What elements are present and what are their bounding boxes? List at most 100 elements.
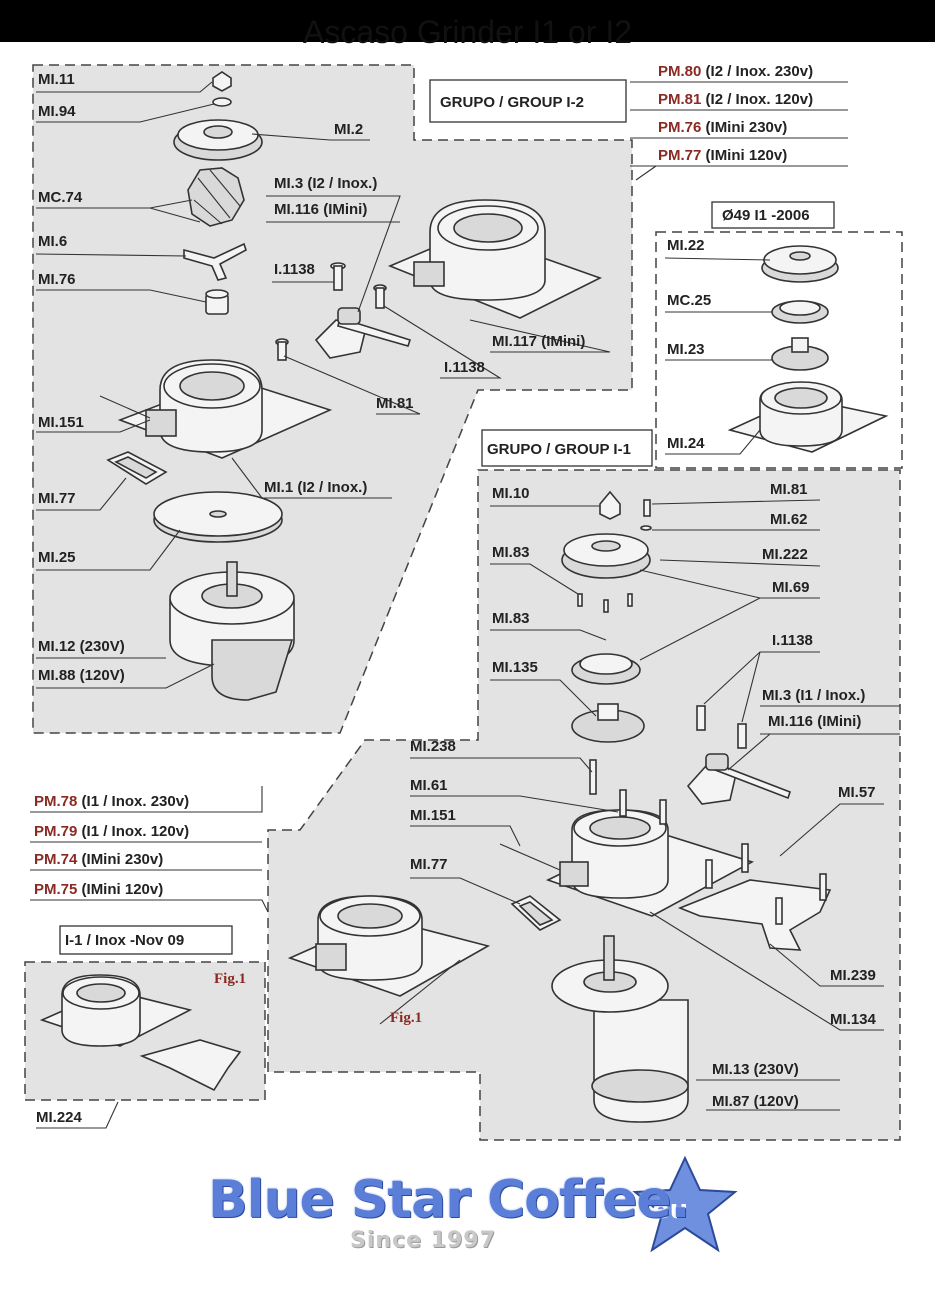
part-carrier-mi222 xyxy=(561,525,652,579)
part-label: MI.224 xyxy=(36,1109,83,1126)
part-label: MI.77 xyxy=(410,856,448,873)
pm-list-top: PM.80 (I2 / Inox. 230v) PM.81 (I2 / Inox… xyxy=(658,63,813,164)
part-label: MI.62 xyxy=(770,511,808,528)
part-housing-mi1 xyxy=(99,359,333,459)
part-label: MI.25 xyxy=(38,549,76,566)
pm-item: PM.77 (IMini 120v) xyxy=(658,147,787,164)
part-label: I.1138 xyxy=(772,632,813,649)
part-label: MI.3 (I2 / Inox.) xyxy=(274,175,377,192)
part-label: MI.117 (IMini) xyxy=(492,333,585,350)
pm-item: PM.80 (I2 / Inox. 230v) xyxy=(658,63,813,80)
part-label: MC.74 xyxy=(38,189,83,206)
part-label: MI.238 xyxy=(410,738,456,755)
part-label: MI.22 xyxy=(667,237,705,254)
part-housing-mi134 xyxy=(499,789,755,917)
part-pin-mi81-b xyxy=(643,499,651,517)
pm-item: PM.78 (I1 / Inox. 230v) xyxy=(34,793,189,810)
part-lever-mi3-i1 xyxy=(686,753,792,805)
part-burr-mc25 xyxy=(771,300,829,324)
part-burr-mi23 xyxy=(771,337,829,371)
part-label: MI.81 xyxy=(376,395,414,412)
part-label: MI.69 xyxy=(772,579,810,596)
part-label: MI.24 xyxy=(667,435,705,452)
part-label: MI.23 xyxy=(667,341,705,358)
part-pins-mi83 xyxy=(577,593,633,613)
part-label: MI.83 xyxy=(492,610,530,627)
d49-label: Ø49 I1 -2006 xyxy=(722,207,810,224)
inox-nov09-box: I-1 / Inox -Nov 09 xyxy=(59,925,233,955)
pm-item: PM.75 (IMini 120v) xyxy=(34,881,163,898)
part-screws-i1138 xyxy=(696,705,747,749)
part-burr-mi135 xyxy=(571,703,645,743)
group-i1-label: GRUPO / GROUP I-1 xyxy=(487,441,631,458)
part-label: MI.11 xyxy=(38,71,75,88)
part-label: MI.151 xyxy=(410,807,456,824)
part-disc-mi25 xyxy=(153,491,283,543)
part-label: MI.134 xyxy=(830,1011,877,1028)
pm-item: PM.79 (I1 / Inox. 120v) xyxy=(34,823,189,840)
part-label: MI.222 xyxy=(762,546,808,563)
star-logo-icon: eu xyxy=(632,1155,738,1253)
fig1-label-left: Fig.1 xyxy=(214,971,246,987)
part-label: MI.81 xyxy=(770,481,808,498)
brand-logo: Blue Star Coffee. xyxy=(208,1170,690,1230)
inox-nov09-label: I-1 / Inox -Nov 09 xyxy=(65,932,184,949)
part-label: MI.6 xyxy=(38,233,67,250)
group-i2-label: GRUPO / GROUP I-2 xyxy=(440,94,584,111)
part-burr-mc74 xyxy=(187,167,245,227)
part-base-mi117 xyxy=(387,199,603,319)
part-label: MI.116 (IMini) xyxy=(274,201,367,218)
leader-lines xyxy=(30,81,900,1129)
part-gasket-mi77-b xyxy=(510,895,562,931)
part-label: MI.151 xyxy=(38,414,84,431)
part-motor-mi12 xyxy=(169,561,295,701)
group-i2-box: GRUPO / GROUP I-2 xyxy=(429,79,627,123)
part-burr-carrier-mi2 xyxy=(173,119,263,161)
part-label: MI.87 (120V) xyxy=(712,1093,799,1110)
part-label: MI.76 xyxy=(38,271,76,288)
part-label: I.1138 xyxy=(444,359,485,376)
part-label: MI.2 xyxy=(334,121,363,138)
part-burr-mi69 xyxy=(571,653,641,685)
part-screw-i1138-a xyxy=(330,262,346,291)
part-pin-mi81 xyxy=(275,338,289,361)
title-bar xyxy=(0,0,935,42)
part-screw-i1138-b xyxy=(373,284,387,309)
pm-item: PM.81 (I2 / Inox. 120v) xyxy=(658,91,813,108)
part-label: MI.83 xyxy=(492,544,530,561)
part-label: MI.61 xyxy=(410,777,448,794)
part-bracket-mi239 xyxy=(677,843,832,951)
part-fig1-base xyxy=(287,895,491,997)
part-label: I.1138 xyxy=(274,261,315,278)
part-lever-mi3-i2 xyxy=(314,307,412,359)
page-title: Ascaso Grinder I1 or I2 xyxy=(302,14,633,50)
d49-box: Ø49 I1 -2006 xyxy=(711,201,835,229)
part-label: MI.1 (I2 / Inox.) xyxy=(264,479,367,496)
part-label: MI.13 (230V) xyxy=(712,1061,799,1078)
part-label: MI.94 xyxy=(38,103,76,120)
part-label: MI.12 (230V) xyxy=(38,638,125,655)
part-label: MC.25 xyxy=(667,292,711,309)
part-spacer-mi76 xyxy=(205,289,229,315)
part-agitator-mi6 xyxy=(183,242,247,281)
fig1-label-center: Fig.1 xyxy=(390,1010,422,1026)
pm-item: PM.76 (IMini 230v) xyxy=(658,119,787,136)
part-motor-mi13 xyxy=(551,935,689,1123)
part-inox-nov09-base xyxy=(39,974,242,1092)
part-cap-mi11 xyxy=(212,71,232,92)
part-gasket-mi77 xyxy=(106,451,168,485)
part-label: MI.135 xyxy=(492,659,538,676)
part-label: MI.116 (IMini) xyxy=(768,713,861,730)
logo-star-text: eu xyxy=(652,1195,688,1225)
part-label: MI.3 (I1 / Inox.) xyxy=(762,687,865,704)
group-i1-box: GRUPO / GROUP I-1 xyxy=(481,429,653,467)
part-carrier-mi22 xyxy=(761,245,839,283)
pm-list-left: PM.78 (I1 / Inox. 230v) PM.79 (I1 / Inox… xyxy=(34,793,189,898)
part-label: MI.10 xyxy=(492,485,530,502)
part-washer-mi94 xyxy=(212,97,232,107)
part-labels: MI.11 MI.94 MI.2 MC.74 MI.3 (I2 / Inox.)… xyxy=(36,71,877,1126)
pm-item: PM.74 (IMini 230v) xyxy=(34,851,163,868)
part-cap-mi10 xyxy=(599,490,621,520)
part-base-mi24 xyxy=(727,381,889,453)
